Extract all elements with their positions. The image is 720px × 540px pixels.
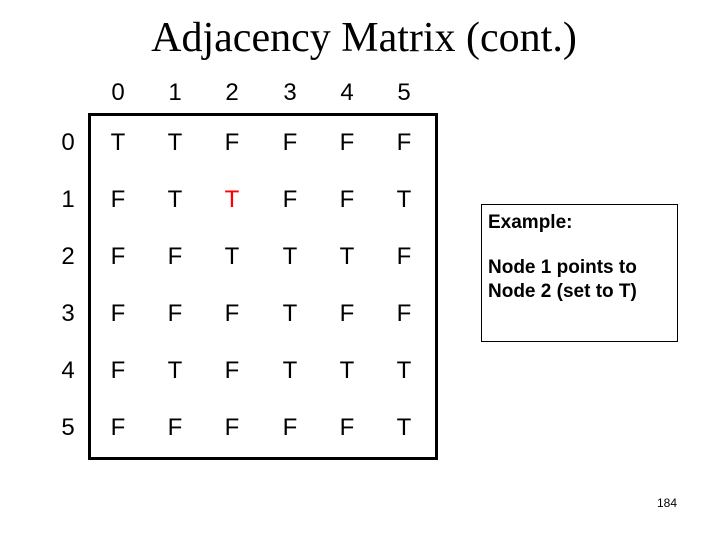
matrix-cell: F bbox=[110, 357, 126, 384]
matrix-cell: T bbox=[396, 414, 412, 441]
adjacency-matrix: T T F F F F F T T F F T F F T T T F F F F T F F F T F T T T F F F F F T bbox=[88, 113, 438, 460]
matrix-cell: F bbox=[396, 300, 412, 327]
matrix-cell: F bbox=[282, 414, 298, 441]
row-header: 1 bbox=[61, 186, 75, 213]
column-header: 0 bbox=[111, 79, 125, 106]
column-header: 5 bbox=[397, 79, 411, 106]
matrix-cell: T bbox=[396, 186, 412, 213]
matrix-cell: F bbox=[396, 129, 412, 156]
column-header: 3 bbox=[283, 79, 297, 106]
matrix-cell: F bbox=[110, 414, 126, 441]
matrix-cell: F bbox=[339, 300, 355, 327]
matrix-cell: T bbox=[224, 243, 240, 270]
matrix-cell: F bbox=[339, 129, 355, 156]
matrix-cell: F bbox=[167, 300, 183, 327]
matrix-cell: F bbox=[224, 129, 240, 156]
row-header: 0 bbox=[61, 129, 75, 156]
matrix-cell: F bbox=[110, 243, 126, 270]
matrix-cell: F bbox=[282, 129, 298, 156]
row-header: 5 bbox=[61, 414, 75, 441]
matrix-cell: T bbox=[167, 129, 183, 156]
column-header: 4 bbox=[340, 79, 354, 106]
column-header: 1 bbox=[168, 79, 182, 106]
page-number: 184 bbox=[656, 496, 677, 510]
matrix-cell: T bbox=[396, 357, 412, 384]
matrix-cell: F bbox=[224, 300, 240, 327]
row-header: 2 bbox=[61, 243, 75, 270]
matrix-cell: T bbox=[282, 243, 298, 270]
matrix-cell: F bbox=[167, 414, 183, 441]
matrix-cell: F bbox=[224, 414, 240, 441]
row-header: 4 bbox=[61, 357, 75, 384]
matrix-cell: F bbox=[339, 414, 355, 441]
matrix-cell: F bbox=[110, 300, 126, 327]
matrix-cell: F bbox=[339, 186, 355, 213]
matrix-cell: T bbox=[167, 186, 183, 213]
matrix-cell: T bbox=[339, 357, 355, 384]
matrix-cell: T bbox=[339, 243, 355, 270]
matrix-cell: T bbox=[282, 300, 298, 327]
row-header: 3 bbox=[61, 300, 75, 327]
matrix-cell: T bbox=[224, 186, 240, 213]
matrix-cell: F bbox=[110, 186, 126, 213]
example-text: Node 1 points to Node 2 (set to T) bbox=[488, 257, 637, 302]
matrix-cell: T bbox=[282, 357, 298, 384]
matrix-cell: T bbox=[110, 129, 126, 156]
matrix-cell: F bbox=[167, 243, 183, 270]
column-header: 2 bbox=[225, 79, 239, 106]
matrix-cell: F bbox=[224, 357, 240, 384]
example-box: Example: Node 1 points to Node 2 (set to… bbox=[481, 204, 678, 342]
matrix-cell: F bbox=[396, 243, 412, 270]
matrix-cell: T bbox=[167, 357, 183, 384]
slide-title: Adjacency Matrix (cont.) bbox=[151, 15, 577, 61]
example-label: Example: bbox=[488, 212, 573, 233]
matrix-cell: F bbox=[282, 186, 298, 213]
